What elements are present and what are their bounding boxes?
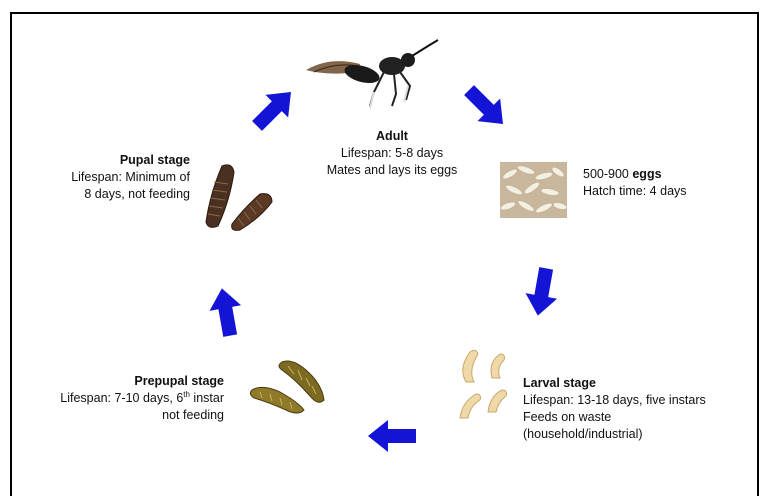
eggs-title: eggs — [632, 167, 661, 181]
eggs-count: 500-900 — [583, 167, 632, 181]
adult-fly-icon — [300, 36, 450, 116]
larval-waste-type: (household/industrial) — [523, 427, 643, 441]
pupae-icon — [200, 156, 280, 236]
larval-label: Larval stage Lifespan: 13-18 days, five … — [523, 375, 753, 443]
larvae-icon — [452, 342, 518, 424]
eggs-label: 500-900 eggs Hatch time: 4 days — [583, 166, 743, 200]
pupal-label: Pupal stage Lifespan: Minimum of 8 days,… — [60, 152, 190, 203]
prepupal-title: Prepupal stage — [134, 374, 224, 388]
adult-behavior: Mates and lays its eggs — [327, 163, 458, 177]
prepupal-lifespan-a: Lifespan: 7-10 days, 6 — [60, 391, 183, 405]
prepupal-label: Prepupal stage Lifespan: 7-10 days, 6th … — [40, 373, 224, 424]
larval-feeding: Feeds on waste — [523, 410, 611, 424]
larval-title: Larval stage — [523, 376, 596, 390]
adult-title: Adult — [376, 129, 408, 143]
pupal-lifespan: Lifespan: Minimum of — [71, 170, 190, 184]
prepupal-lifespan-b: instar — [190, 391, 224, 405]
adult-label: Adult Lifespan: 5-8 days Mates and lays … — [322, 128, 462, 179]
eggs-hatch-time: Hatch time: 4 days — [583, 184, 687, 198]
pupal-title: Pupal stage — [120, 153, 190, 167]
larval-lifespan: Lifespan: 13-18 days, five instars — [523, 393, 706, 407]
pupal-feeding: 8 days, not feeding — [84, 187, 190, 201]
prepupal-sup: th — [183, 390, 190, 399]
prepupae-icon — [246, 356, 330, 416]
prepupal-feeding: not feeding — [162, 408, 224, 422]
adult-lifespan: Lifespan: 5-8 days — [341, 146, 443, 160]
eggs-photo — [500, 162, 567, 218]
